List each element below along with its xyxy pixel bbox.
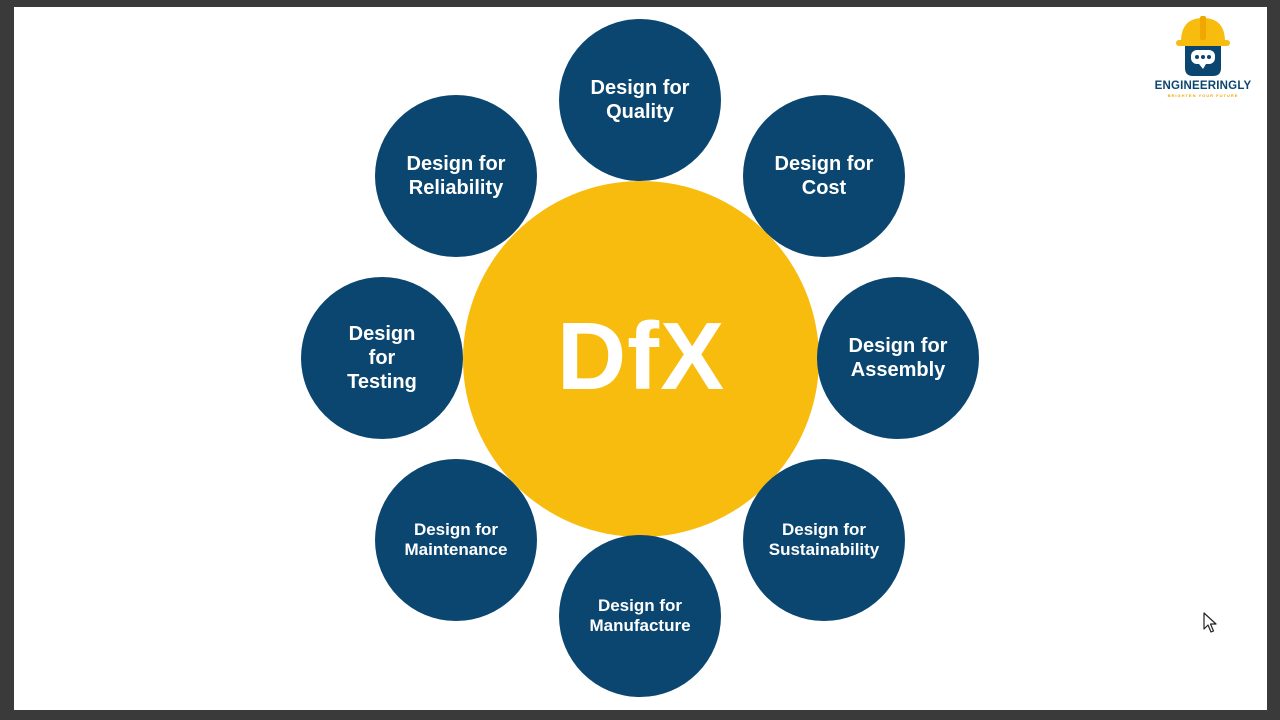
hardhat-mascot-icon xyxy=(1176,16,1230,76)
node-design-for-cost: Design for Cost xyxy=(743,95,905,257)
node-design-for-manufacture: Design for Manufacture xyxy=(559,535,721,697)
node-line: Assembly xyxy=(850,359,946,381)
node-design-for-reliability: Design for Reliability xyxy=(375,95,537,257)
node-line: Reliability xyxy=(408,177,504,199)
node-line: Manufacture xyxy=(589,616,691,635)
slide: DfX Design for Quality Design for Cost D… xyxy=(14,7,1267,710)
node-design-for-maintenance: Design for Maintenance xyxy=(375,459,537,621)
logo-name: ENGINEERINGLY xyxy=(1154,80,1252,92)
node-line: Cost xyxy=(801,177,847,199)
node-line: Maintenance xyxy=(404,540,508,559)
node-line: Design for xyxy=(781,519,867,539)
node-line: Design for xyxy=(597,595,683,615)
node-line: Design for xyxy=(406,153,506,175)
dfx-hub-circle: DfX xyxy=(463,181,819,537)
node-line: Quality xyxy=(606,101,674,123)
node-line: Testing xyxy=(347,371,417,393)
mouse-pointer-icon xyxy=(1203,612,1217,633)
node-design-for-sustainability: Design for Sustainability xyxy=(743,459,905,621)
node-line: Design xyxy=(348,323,416,345)
node-line: Design for xyxy=(413,519,499,539)
hub-label: DfX xyxy=(556,303,726,410)
engineeringly-logo: ENGINEERINGLY BRIGHTEN YOUR FUTURE xyxy=(1144,12,1262,112)
node-design-for-testing: Design for Testing xyxy=(301,277,463,439)
node-line: Design for xyxy=(590,77,690,99)
node-line: Sustainability xyxy=(768,540,880,559)
node-line: for xyxy=(368,347,396,369)
node-design-for-assembly: Design for Assembly xyxy=(817,277,979,439)
logo-tagline: BRIGHTEN YOUR FUTURE xyxy=(1167,93,1239,98)
node-line: Design for xyxy=(774,153,874,175)
node-design-for-quality: Design for Quality xyxy=(559,19,721,181)
node-line: Design for xyxy=(848,335,948,357)
